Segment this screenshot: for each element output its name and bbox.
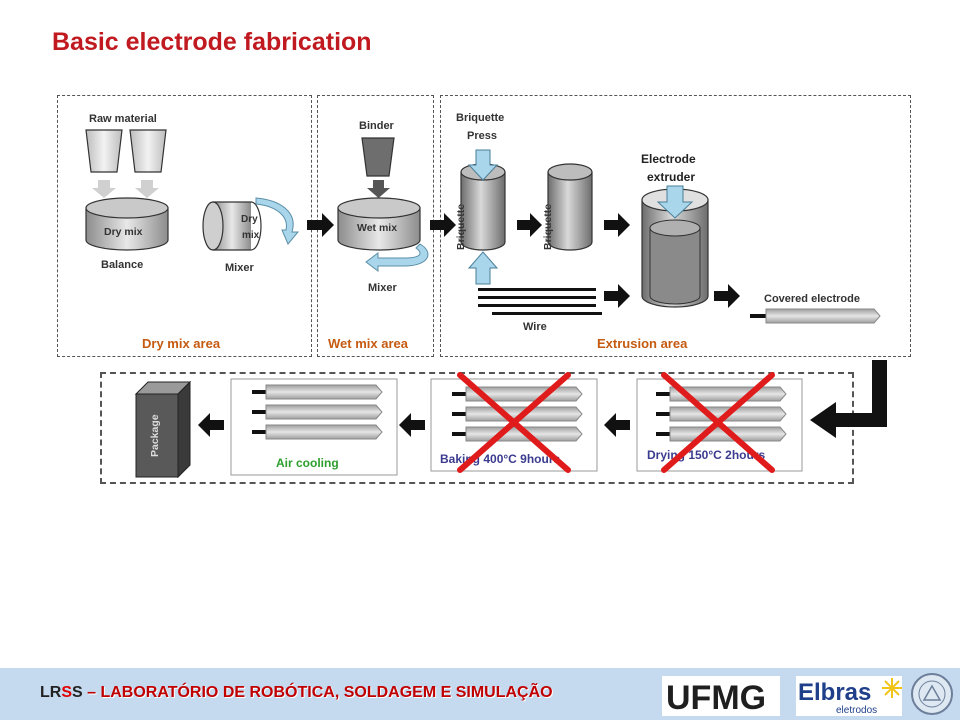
electrode-extruder-label-1: Electrode bbox=[641, 152, 696, 166]
press-up-arrow-icon bbox=[467, 251, 499, 285]
dry-mixer-drum bbox=[202, 201, 262, 251]
ufmg-logo: UFMG bbox=[662, 676, 780, 717]
wire-label: Wire bbox=[523, 321, 547, 333]
extruder-down-arrow-icon bbox=[656, 185, 694, 219]
wet-mix-area-label: Wet mix area bbox=[328, 336, 408, 351]
electrode-extruder bbox=[641, 188, 709, 308]
left-arrow-icon bbox=[198, 413, 630, 437]
footer-lr: LR bbox=[40, 684, 62, 701]
elbras-logo-text: Elbras bbox=[798, 679, 871, 706]
page-title: Basic electrode fabrication bbox=[52, 28, 372, 56]
right-arrow-icon bbox=[517, 213, 542, 237]
down-arrow-icon bbox=[367, 180, 390, 198]
electrode-rods bbox=[252, 384, 383, 440]
elbras-logo: Elbras eletrodos bbox=[796, 676, 902, 716]
cross-out-icon bbox=[661, 372, 775, 473]
right-arrow-icon bbox=[604, 213, 630, 237]
wire-lines bbox=[478, 288, 602, 315]
raw-material-hoppers bbox=[85, 129, 167, 173]
rotation-arrow-icon bbox=[255, 197, 300, 245]
cross-out-icon bbox=[457, 372, 571, 473]
briquette-cylinder bbox=[547, 163, 593, 251]
briquette-press-label-1: Briquette bbox=[456, 112, 505, 124]
dry-mix-area-label: Dry mix area bbox=[142, 336, 221, 351]
right-arrow-icon bbox=[430, 213, 456, 237]
dry-mix-drum-label: Dry mix bbox=[104, 226, 143, 238]
dry-mix-drum bbox=[85, 197, 169, 251]
footer-lab-name: LRSS – LABORATÓRIO DE ROBÓTICA, SOLDAGEM… bbox=[40, 684, 553, 702]
mixer-drum-label-2: mix bbox=[242, 230, 260, 241]
ufmg-logo-text: UFMG bbox=[666, 679, 766, 716]
wet-mix-drum bbox=[337, 197, 421, 251]
down-arrow-icon bbox=[92, 180, 159, 198]
extrusion-area-label: Extrusion area bbox=[597, 336, 688, 351]
rotation-arrow-icon bbox=[365, 243, 429, 272]
dry-mixer-label: Mixer bbox=[225, 262, 254, 274]
footer-s1: S bbox=[61, 684, 72, 701]
raw-material-label: Raw material bbox=[89, 113, 157, 125]
package-box bbox=[134, 380, 192, 479]
right-arrow-icon bbox=[604, 284, 630, 308]
footer-rest: – LABORATÓRIO DE ROBÓTICA, SOLDAGEM E SI… bbox=[82, 684, 553, 701]
right-arrow-icon bbox=[714, 284, 740, 308]
wet-mix-drum-label: Wet mix bbox=[357, 222, 398, 234]
press-down-arrow-icon bbox=[467, 149, 499, 181]
binder-label: Binder bbox=[359, 120, 394, 132]
briquette-press-label-2: Press bbox=[467, 130, 497, 142]
elbow-arrow-icon bbox=[810, 360, 887, 438]
wet-mixer-label: Mixer bbox=[368, 282, 397, 294]
electrode-extruder-label-2: extruder bbox=[647, 170, 696, 184]
university-seal-icon bbox=[910, 672, 954, 716]
post-process-box bbox=[100, 372, 854, 484]
balance-label: Balance bbox=[101, 259, 144, 271]
covered-electrode-label: Covered electrode bbox=[764, 293, 860, 305]
binder-hopper bbox=[361, 137, 395, 177]
mixer-drum-label-1: Dry bbox=[241, 214, 258, 225]
footer-s2: S bbox=[72, 684, 83, 701]
elbras-logo-sub: eletrodos bbox=[836, 705, 877, 716]
right-arrow-icon bbox=[307, 213, 334, 237]
covered-electrode-rod bbox=[750, 308, 881, 324]
air-cooling-label: Air cooling bbox=[276, 456, 339, 470]
